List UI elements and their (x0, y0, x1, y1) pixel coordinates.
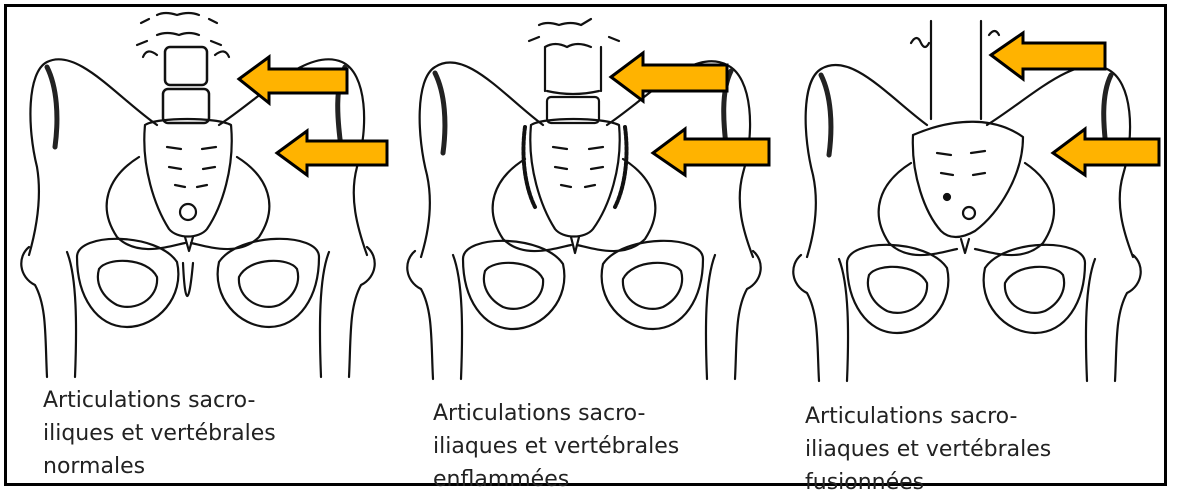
arrow-upper-icon (611, 53, 727, 101)
arrow-upper-icon (991, 33, 1105, 79)
figure-frame: Articulations sacro- iliques et vertébra… (4, 4, 1167, 486)
arrows-inflamed (397, 7, 785, 387)
caption-fused: Articulations sacro- iliaques et vertébr… (805, 400, 1051, 499)
caption-line: Articulations sacro- (433, 397, 679, 430)
arrow-lower-icon (277, 131, 387, 175)
arrows-fused (785, 7, 1164, 387)
arrow-lower-icon (1053, 129, 1159, 175)
caption-inflamed: Articulations sacro- iliaques et vertébr… (433, 397, 679, 496)
panel-fused: Articulations sacro- iliaques et vertébr… (785, 7, 1164, 483)
caption-line: Articulations sacro- (805, 400, 1051, 433)
arrow-lower-icon (653, 129, 769, 175)
panel-inflamed: Articulations sacro- iliaques et vertébr… (397, 7, 785, 483)
caption-line: iliaques et vertébrales (805, 433, 1051, 466)
caption-normal: Articulations sacro- iliques et vertébra… (43, 384, 276, 483)
panel-normal: Articulations sacro- iliques et vertébra… (7, 7, 397, 483)
caption-line: Articulations sacro- (43, 384, 276, 417)
caption-line: normales (43, 450, 276, 483)
caption-line: enflammées (433, 463, 679, 496)
arrow-upper-icon (239, 57, 347, 103)
caption-line: iliques et vertébrales (43, 417, 276, 450)
caption-line: iliaques et vertébrales (433, 430, 679, 463)
caption-line: fusionnées (805, 466, 1051, 499)
arrows-normal (7, 7, 397, 387)
